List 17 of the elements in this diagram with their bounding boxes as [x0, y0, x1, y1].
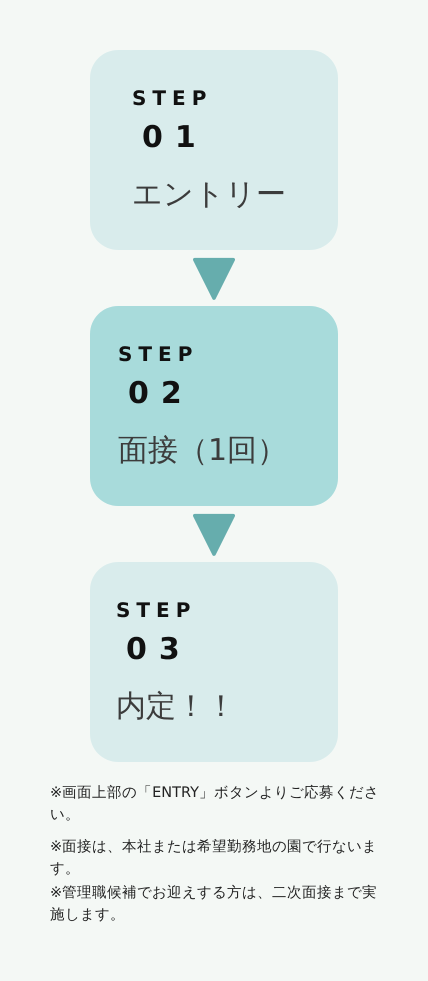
step-number: 02: [128, 376, 194, 411]
note-text: ※面接は、本社または希望勤務地の園で行ないます。: [50, 838, 378, 879]
arrow: [193, 514, 235, 556]
step-box: [90, 562, 338, 762]
note-text: ※管理職候補でお迎えする方は、二次面接まで実施します。: [50, 884, 378, 925]
step-number: 03: [126, 632, 192, 667]
arrow: [193, 258, 235, 300]
step-number: 01: [142, 120, 208, 155]
step-title: 面接（1回）: [118, 432, 288, 470]
step-label: STEP: [116, 598, 196, 622]
step-box: [90, 306, 338, 506]
step-title: エントリー: [132, 176, 286, 214]
step-title: 内定！！: [116, 688, 236, 726]
step-box: [90, 50, 338, 250]
step-label: STEP: [118, 342, 198, 366]
note-text: ※画面上部の「ENTRY」ボタンよりご応募ください。: [50, 784, 380, 825]
step-label: STEP: [132, 86, 212, 110]
